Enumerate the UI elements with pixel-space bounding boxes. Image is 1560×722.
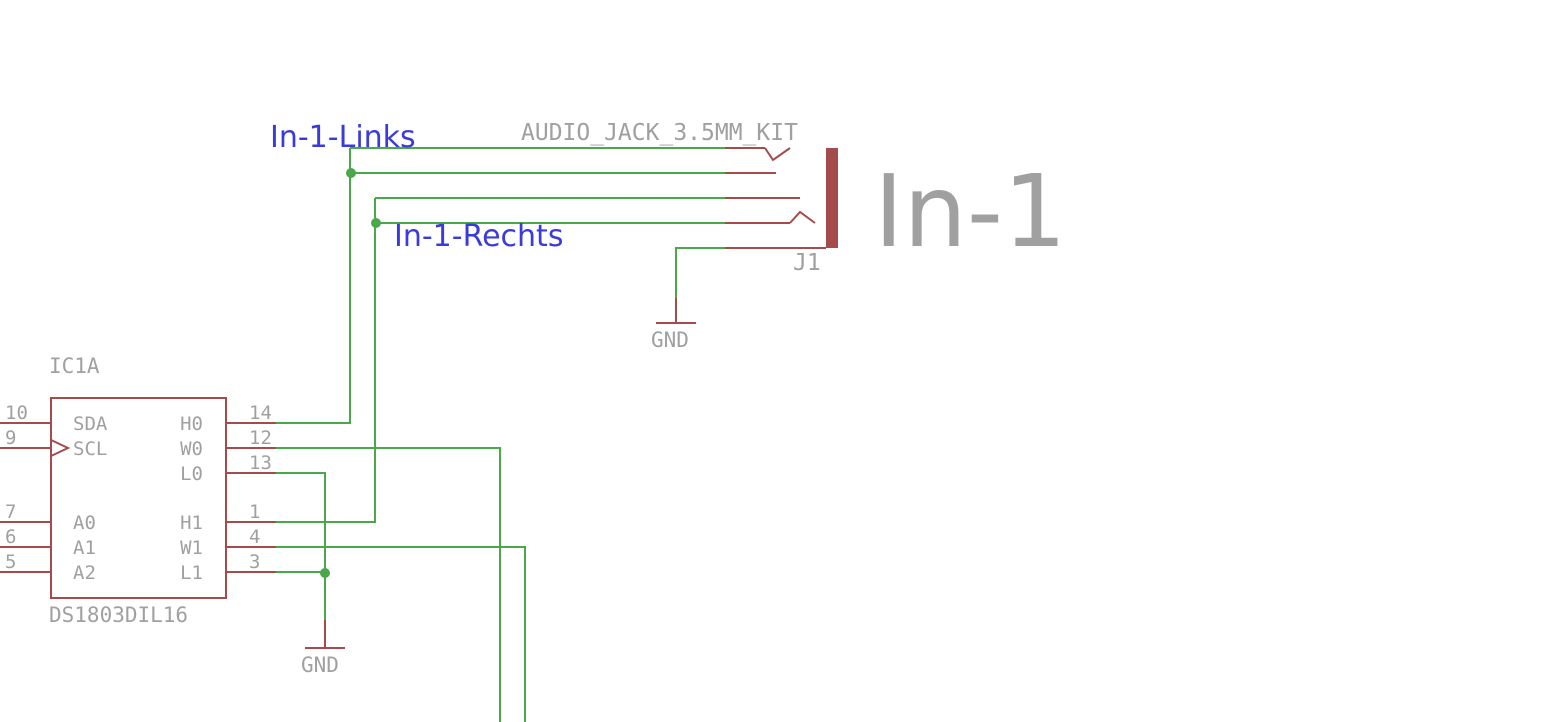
junction-dot [371,218,381,228]
pin-number: 1 [249,501,260,523]
net-label-rechts: In-1-Rechts [394,219,563,254]
pin-name: H0 [180,413,203,435]
pin-name: A1 [73,537,96,559]
ic-ref-label: IC1A [49,354,100,378]
pin-name: W1 [180,537,203,559]
ground-symbol-ic [305,620,345,649]
clock-marker-icon [50,439,71,457]
pin-name: L1 [180,562,203,584]
junction-dot [346,168,356,178]
pin-number: 10 [5,402,28,424]
ic-body [50,397,227,599]
pin-name: A0 [73,512,96,534]
gnd-label-jack: GND [651,328,689,352]
pin-number: 12 [249,427,272,449]
ic-pin-w1[interactable]: 4W1 [180,526,276,559]
pin-number: 6 [5,526,16,548]
wire-w0[interactable] [276,447,501,722]
pin-name: L0 [180,463,203,485]
ic-pin-l1[interactable]: 3L1 [180,551,276,584]
wire-w1[interactable] [276,546,526,722]
ic-pin-h1[interactable]: 1H1 [180,501,276,534]
pin-name: A2 [73,562,96,584]
jack-body-bar [826,148,838,248]
wire-in1-rechts-down[interactable] [276,198,376,523]
ground-symbol-jack [656,298,696,324]
pin-number: 9 [5,427,16,449]
pin-number: 13 [249,452,272,474]
wire-in1-links-down[interactable] [276,148,351,424]
pin-name: SCL [73,438,107,460]
wire-jack-gnd[interactable] [675,247,725,298]
jack-big-label: In-1 [874,153,1067,270]
ic-part-label: DS1803DIL16 [49,603,188,627]
junctions [320,168,381,578]
gnd-label-ic: GND [301,653,339,677]
pin-name: SDA [73,413,108,435]
net-label-links: In-1-Links [270,120,416,155]
jack-ref-label: J1 [793,250,821,276]
audio-jack-j1[interactable] [725,147,838,249]
pin-number: 7 [5,501,16,523]
pin-number: 5 [5,551,16,573]
pin-number: 4 [249,526,260,548]
wires [276,147,800,722]
pin-name: W0 [180,438,203,460]
ic-ds1803[interactable] [50,397,227,599]
pin-name: H1 [180,512,203,534]
jack-value-label: AUDIO_JACK_3.5MM_KIT [521,120,798,146]
junction-dot [320,568,330,578]
pin-number: 3 [249,551,260,573]
pin-number: 14 [249,402,272,424]
